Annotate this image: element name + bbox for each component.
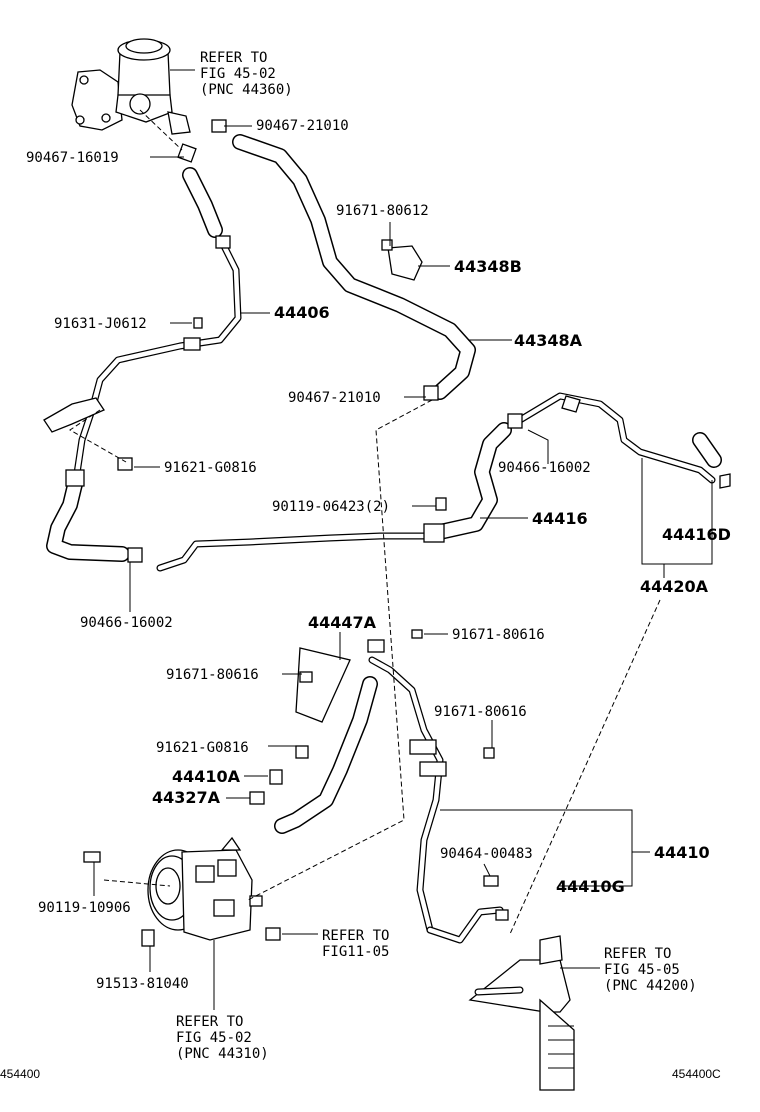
part-91513-81040: 91513-81040 [96,976,189,992]
refer-gear-line2: FIG 45-05 [604,962,680,978]
suction-hose-44348A [211,119,476,401]
refer-fig11-line2: FIG11-05 [322,944,389,960]
part-44410A: 44410A [172,767,241,786]
power-steering-pump [147,836,263,941]
refer-gear-line3: (PNC 44200) [604,978,697,994]
part-44416D: 44416D [662,525,731,544]
part-44348A: 44348A [514,331,583,350]
refer-pump-line3: (PNC 44310) [176,1046,269,1062]
refer-gear-line1: REFER TO [604,946,671,962]
part-44447A: 44447A [308,613,377,632]
pressure-tube-44416 [127,392,722,572]
steering-gear [468,935,575,1091]
refer-reservoir-line3: (PNC 44360) [200,82,293,98]
refer-pump-line1: REFER TO [176,1014,243,1030]
part-labels: REFER TO FIG 45-02 (PNC 44360) 90467-210… [0,50,731,1081]
part-91631-J0612: 91631-J0612 [54,316,147,332]
part-90119-10906: 90119-10906 [38,900,131,916]
part-91621-G0816-top: 91621-G0816 [164,460,257,476]
part-90467-21010-mid: 90467-21010 [288,390,381,406]
refer-reservoir-line1: REFER TO [200,50,267,66]
part-44416: 44416 [532,509,588,528]
part-91671-80612: 91671-80612 [336,203,429,219]
part-44327A: 44327A [152,788,221,807]
return-tube-44410 [274,639,504,944]
leader-lines [69,109,713,1010]
part-91671-80616-c: 91671-80616 [434,704,527,720]
figure-code-left: 454400 [0,1067,40,1081]
figure-code-right: 454400C [672,1067,721,1081]
part-90119-06423: 90119-06423(2) [272,499,390,515]
part-91671-80616-a: 91671-80616 [452,627,545,643]
part-91621-G0816-bot: 91621-G0816 [156,740,249,756]
part-44420A: 44420A [640,577,709,596]
part-90464-00483: 90464-00483 [440,846,533,862]
part-90466-16002-left: 90466-16002 [80,615,173,631]
reservoir-tank [71,38,195,135]
part-91671-80616-b: 91671-80616 [166,667,259,683]
return-hose-44406 [43,143,242,562]
part-44410: 44410 [654,843,710,862]
refer-reservoir-line2: FIG 45-02 [200,66,276,82]
part-90467-21010-top: 90467-21010 [256,118,349,134]
part-90466-16002-right: 90466-16002 [498,460,591,476]
fasteners [83,239,731,947]
refer-pump-line2: FIG 45-02 [176,1030,252,1046]
part-90467-16019: 90467-16019 [26,150,119,166]
part-44410G: 44410G [556,877,625,896]
part-44406: 44406 [274,303,330,322]
part-44348B: 44348B [454,257,522,276]
refer-fig11-line1: REFER TO [322,928,389,944]
